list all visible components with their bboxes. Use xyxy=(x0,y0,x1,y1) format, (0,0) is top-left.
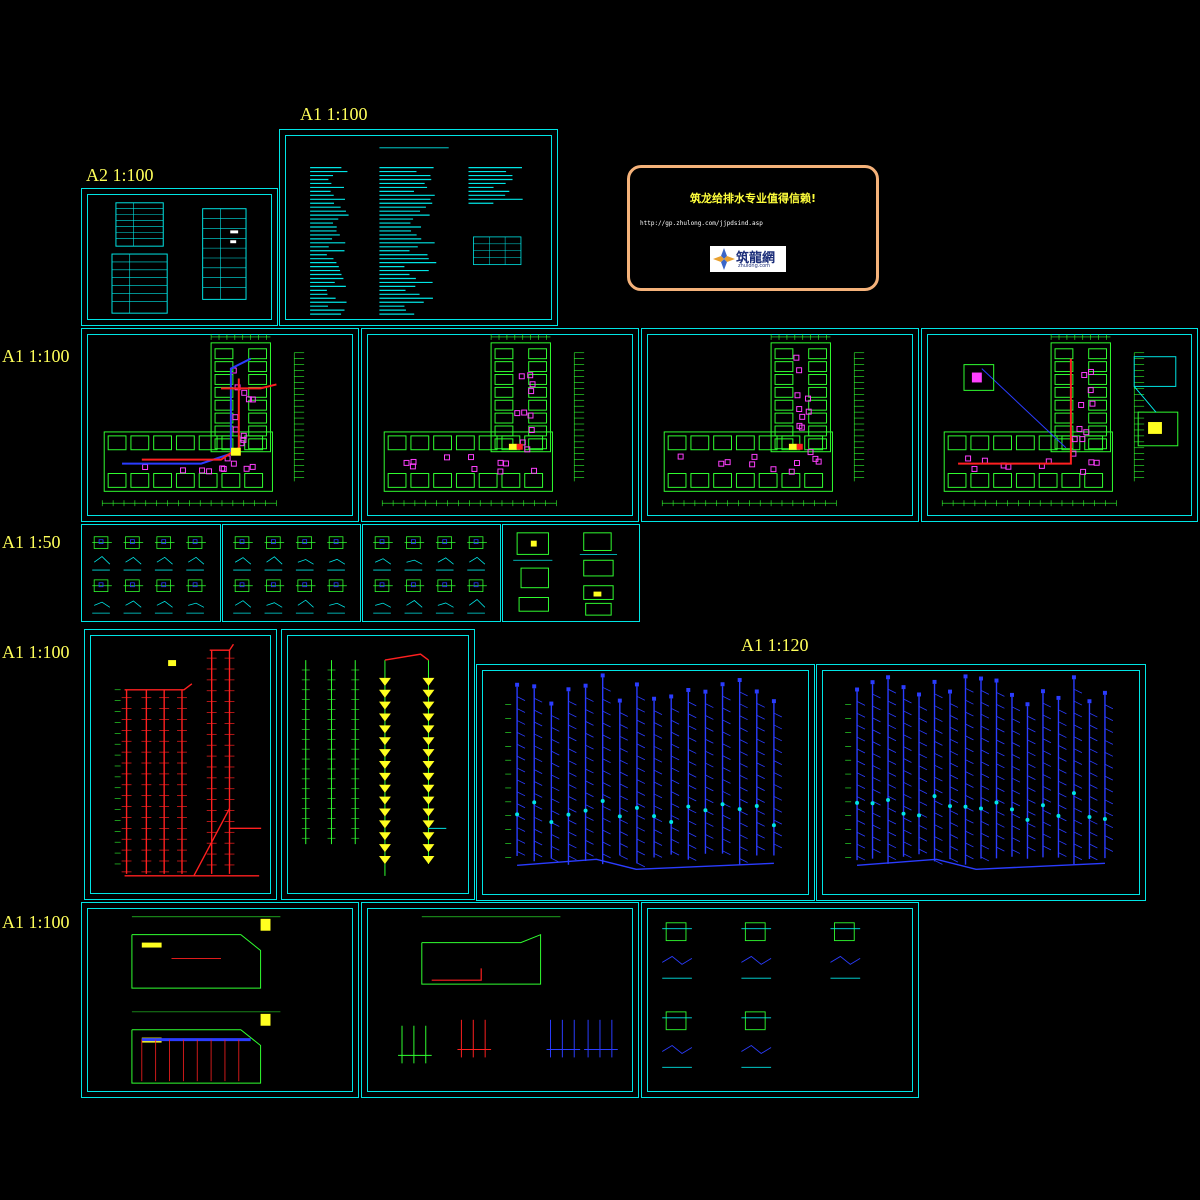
bathroom-detail-grid xyxy=(92,536,206,614)
sheet-detail-4[interactable] xyxy=(502,524,640,622)
riser-diagram-green-yellow xyxy=(301,653,447,876)
sheet-drainage-system-1[interactable] xyxy=(476,664,815,901)
scale-label-a2-index: A2 1:100 xyxy=(86,165,154,185)
scale-label-a1-risers: A1 1:100 xyxy=(2,642,70,662)
sheet-inner-frame xyxy=(87,194,272,320)
basement-plan-drawing xyxy=(131,916,281,1084)
sheet-basement-plan[interactable] xyxy=(81,902,359,1098)
sheet-inner-frame xyxy=(927,334,1192,516)
kitchen-detail-drawing xyxy=(513,532,618,616)
sheet-floor-plan-3[interactable] xyxy=(641,328,919,522)
sheet-detail-2[interactable] xyxy=(222,524,361,622)
riser-diagram-red xyxy=(114,643,262,877)
sheet-inner-frame xyxy=(482,670,809,895)
pump-room-drawing xyxy=(398,916,618,1064)
scale-label-a1-notes: A1 1:100 xyxy=(300,104,368,124)
sheet-fire-riser[interactable] xyxy=(281,629,475,900)
promo-url-link[interactable]: http://gp.zhulong.com/jjpdsind.asp xyxy=(640,220,763,227)
sheet-inner-frame xyxy=(367,334,633,516)
sheet-floor-plan-2[interactable] xyxy=(361,328,639,522)
sheet-detail-3[interactable] xyxy=(362,524,501,622)
sheet-roof-plan[interactable] xyxy=(921,328,1198,522)
drawing-index-tables xyxy=(111,202,247,314)
drainage-riser-diagram xyxy=(845,674,1114,870)
logo-mark-icon xyxy=(713,248,735,270)
sheet-inner-frame xyxy=(87,334,353,516)
sheet-floor-plan-1[interactable] xyxy=(81,328,359,522)
sheet-detail-1[interactable] xyxy=(81,524,221,622)
drainage-riser-diagram xyxy=(505,673,783,870)
roof-plan-drawing xyxy=(941,333,1179,507)
sheet-inner-frame xyxy=(647,334,913,516)
promo-banner[interactable]: 筑龙给排水专业值得信赖! http://gp.zhulong.com/jjpds… xyxy=(627,165,879,291)
logo-domain: zhulong.com xyxy=(738,263,771,269)
sheet-drawing-index[interactable] xyxy=(81,188,278,326)
sheet-inner-frame xyxy=(822,670,1140,895)
fixture-details-drawing xyxy=(661,922,861,1068)
sheet-inner-frame xyxy=(87,908,353,1092)
sheet-inner-frame xyxy=(647,908,913,1092)
scale-label-a1-basement: A1 1:100 xyxy=(2,912,70,932)
sheet-inner-frame xyxy=(367,908,633,1092)
sheet-design-notes[interactable] xyxy=(279,129,558,326)
sheet-inner-frame xyxy=(90,635,271,894)
floor-plan-drawing xyxy=(101,333,305,507)
bathroom-detail-grid xyxy=(233,536,347,614)
sheet-drainage-system-2[interactable] xyxy=(816,664,1146,901)
sheet-water-supply-riser[interactable] xyxy=(84,629,277,900)
scale-label-a1-drainage-systems: A1 1:120 xyxy=(741,635,809,655)
scale-label-a1-details: A1 1:50 xyxy=(2,532,61,552)
zhulong-logo: 筑龍網 zhulong.com xyxy=(710,246,786,272)
promo-title: 筑龙给排水专业值得信赖! xyxy=(689,192,817,205)
floor-plan-drawing xyxy=(661,333,865,507)
sheet-inner-frame xyxy=(287,635,469,894)
sheet-fixture-details[interactable] xyxy=(641,902,919,1098)
sheet-inner-frame xyxy=(285,135,552,320)
design-notes-text-columns xyxy=(310,147,523,315)
bathroom-detail-grid xyxy=(373,536,487,614)
sheet-pump-room[interactable] xyxy=(361,902,639,1098)
logo-name: 筑龍網 xyxy=(736,251,776,266)
scale-label-a1-floor-plans: A1 1:100 xyxy=(2,346,70,366)
floor-plan-drawing xyxy=(381,333,585,507)
